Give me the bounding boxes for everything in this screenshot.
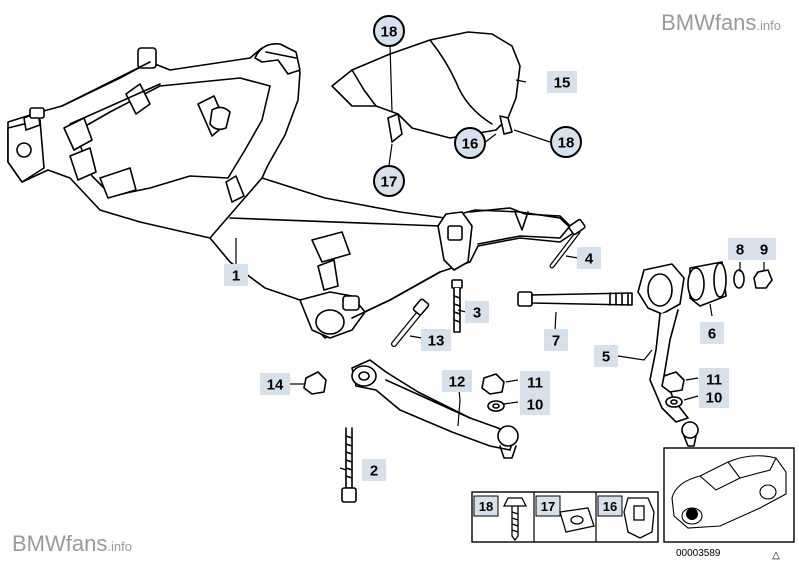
callout-bg-c16 — [454, 127, 486, 159]
callout-c3: 3 — [465, 301, 489, 323]
callout-bg-c5 — [594, 345, 618, 367]
callout-c8: 8 — [728, 238, 752, 260]
callout-label-c1: 1 — [232, 268, 240, 285]
callout-label-c10b: 10 — [706, 390, 723, 407]
watermark-bottom: BMWfans.info — [12, 531, 132, 557]
callout-label-c4: 4 — [585, 251, 594, 268]
watermark-top-brand: BMWfans — [661, 10, 757, 35]
wishbone-12 — [351, 359, 519, 459]
callout-label-c16: 16 — [462, 136, 479, 153]
callout-label-c10a: 10 — [527, 397, 544, 414]
callout-label-c18b: 18 — [558, 135, 575, 152]
callout-c4: 4 — [577, 247, 601, 269]
nut-11-right — [661, 371, 685, 393]
bolt-3 — [451, 279, 463, 333]
callout-bg-c2 — [362, 459, 386, 481]
callout-bg-c7 — [544, 329, 568, 351]
callout-bg-c14 — [260, 373, 290, 395]
callout-label-c12: 12 — [449, 374, 466, 391]
callout-c11a: 11 — [520, 371, 550, 393]
bolt-7 — [517, 291, 633, 307]
callout-bg-c6 — [700, 322, 724, 344]
callout-bg-c11b — [699, 368, 729, 390]
callout-bg-c1 — [224, 264, 248, 286]
callout-label-c11a: 11 — [527, 375, 543, 392]
callout-label-c14: 14 — [267, 377, 284, 394]
callout-bg-c17 — [373, 165, 405, 197]
callout-c17: 17 — [373, 165, 405, 197]
callout-label-c7: 7 — [552, 333, 560, 350]
inset-label-16: 16 — [603, 499, 617, 514]
callout-label-c2: 2 — [370, 463, 378, 480]
callout-bg-c4 — [577, 247, 601, 269]
callout-c16: 16 — [454, 127, 486, 159]
callout-bg-c8 — [728, 238, 752, 260]
washer-10-left — [487, 400, 505, 412]
tension-strut-5 — [637, 263, 699, 447]
nut-11-left — [481, 373, 505, 395]
callout-label-c3: 3 — [473, 305, 481, 322]
callout-c7: 7 — [544, 329, 568, 351]
callout-label-c11b: 11 — [706, 372, 722, 389]
callout-bg-c18a — [373, 15, 405, 47]
callout-label-c9: 9 — [760, 242, 768, 259]
callout-c6: 6 — [700, 322, 724, 344]
bolt-2 — [341, 427, 357, 503]
axle-carrier — [7, 42, 576, 339]
callout-label-c8: 8 — [736, 242, 744, 259]
callout-c5: 5 — [594, 345, 618, 367]
callout-label-c17: 17 — [381, 174, 398, 191]
callout-bg-c13 — [421, 329, 451, 351]
location-marker — [686, 508, 698, 520]
callout-bg-c10a — [520, 393, 550, 415]
diagram-code: 00003589 — [676, 548, 721, 559]
callout-c1: 1 — [224, 264, 248, 286]
callout-c10a: 10 — [520, 393, 550, 415]
heat-shield — [331, 31, 521, 143]
nut-14 — [303, 371, 327, 395]
leader-lines — [235, 44, 765, 471]
callout-bg-c3 — [465, 301, 489, 323]
callout-bg-c12 — [442, 370, 472, 392]
bolt-4 — [549, 218, 586, 269]
callout-c13: 13 — [421, 329, 451, 351]
nut-9 — [753, 269, 773, 289]
callout-c9: 9 — [752, 238, 776, 260]
bolt-13 — [391, 298, 430, 347]
corner-mark: △ — [772, 550, 780, 561]
watermark-bottom-suffix: .info — [107, 539, 132, 554]
callout-bg-c11a — [520, 371, 550, 393]
callout-label-c5: 5 — [602, 349, 610, 366]
callout-c14: 14 — [260, 373, 290, 395]
callout-bg-c10b — [699, 386, 729, 408]
inset-label-18: 18 — [479, 499, 493, 514]
washer-10-right — [665, 396, 683, 408]
callout-c11b: 11 — [699, 368, 729, 390]
callout-label-c18a: 18 — [381, 24, 398, 41]
inset-label-17: 17 — [541, 499, 555, 514]
watermark-top: BMWfans.info — [661, 10, 781, 36]
callout-c18a: 18 — [373, 15, 405, 47]
car-location-inset — [663, 447, 795, 543]
callout-label-c13: 13 — [428, 333, 445, 350]
callout-c15: 15 — [547, 71, 577, 93]
fastener-inset: 18 17 16 — [471, 491, 659, 543]
callout-label-c6: 6 — [708, 326, 716, 343]
callout-c18b: 18 — [550, 126, 582, 158]
washer-8 — [733, 269, 745, 289]
callout-c2: 2 — [362, 459, 386, 481]
callout-c10b: 10 — [699, 386, 729, 408]
callout-bg-c9 — [752, 238, 776, 260]
callout-c12: 12 — [442, 370, 472, 392]
callout-label-c15: 15 — [554, 75, 571, 92]
bushing-6 — [687, 261, 727, 307]
callout-bg-c18b — [550, 126, 582, 158]
watermark-bottom-brand: BMWfans — [12, 531, 108, 556]
watermark-top-suffix: .info — [756, 18, 781, 33]
callout-bg-c15 — [547, 71, 577, 93]
